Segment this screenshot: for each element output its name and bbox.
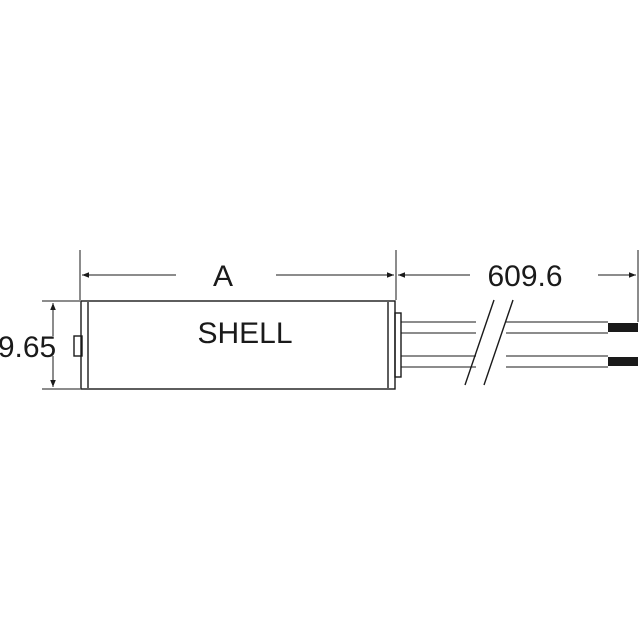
shell-label: SHELL — [197, 317, 292, 350]
break-mark-left — [464, 299, 495, 386]
lead-exit-collar — [394, 312, 402, 378]
lead-tip-bottom — [608, 357, 638, 366]
dimension-diameter: 9.65 — [0, 303, 56, 387]
lead-wire-top — [401, 321, 638, 334]
end-cap-nub — [73, 335, 83, 357]
lead-wires — [401, 299, 638, 386]
shell-body: SHELL — [73, 300, 402, 390]
dimension-a-label: A — [213, 260, 233, 293]
extension-lines — [42, 250, 639, 390]
dimension-diameter-label: 9.65 — [0, 331, 56, 364]
break-mark-right — [483, 299, 514, 386]
dimension-lead-label: 609.6 — [487, 260, 562, 293]
dimension-lead-length: 609.6 — [398, 260, 636, 293]
dimension-a: A — [82, 260, 394, 293]
lead-tip-top — [608, 323, 638, 332]
lead-wire-bottom — [401, 355, 638, 368]
